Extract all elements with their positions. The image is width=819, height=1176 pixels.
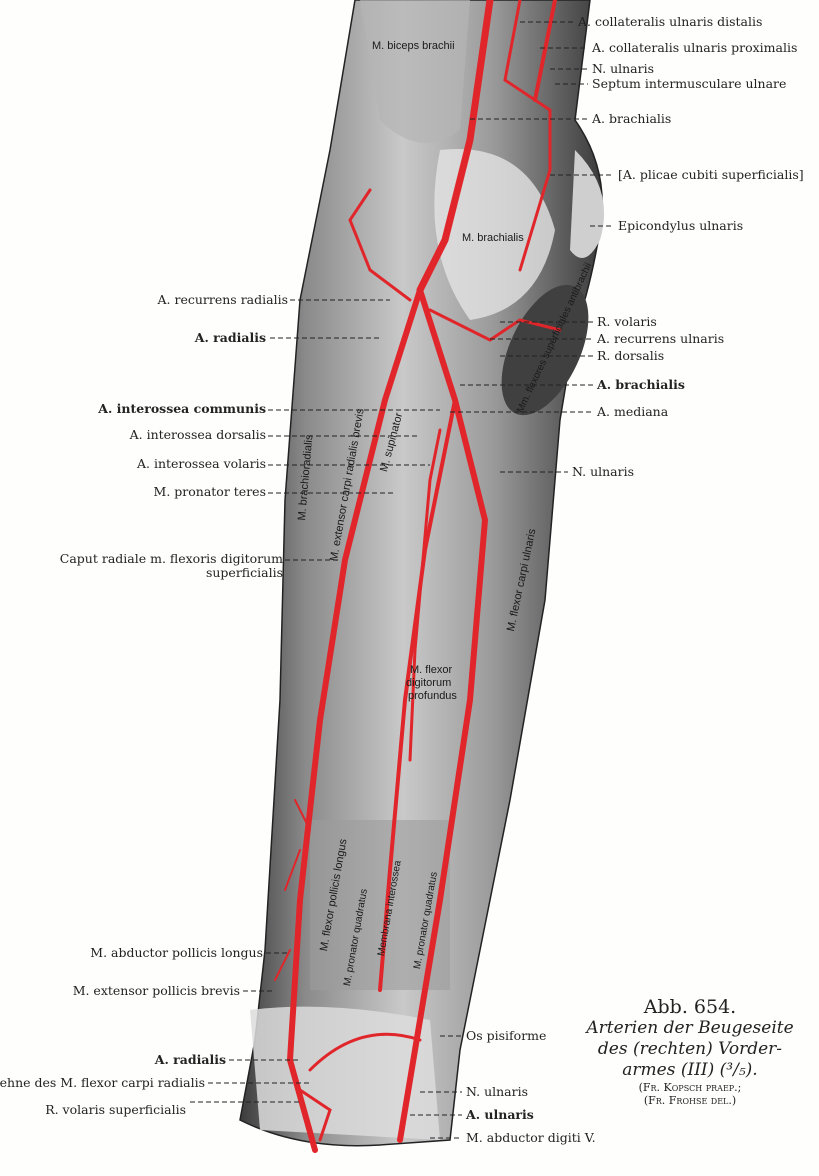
radial-branches (274, 799, 311, 981)
a-recurrens-ulnaris (428, 308, 562, 342)
biceps-muscle (360, 0, 470, 143)
caption-credit-2: (Fr. Frohse del.) (643, 1094, 737, 1107)
label-n-ulnaris-top: N. ulnaris (592, 61, 655, 76)
label-os-pisiforme: Os pisiforme (466, 1028, 547, 1043)
r-volaris-superficialis (298, 1032, 422, 1142)
muscle-label-biceps: M. biceps brachii (372, 40, 455, 52)
epicondyle (570, 150, 605, 258)
label-m-extensor-pollicis-brevis: M. extensor pollicis brevis (72, 983, 240, 998)
caption-line-2: des (rechten) Vorder- (597, 1039, 783, 1059)
a-collateralis (503, 0, 552, 272)
leader-lines (190, 21, 614, 1139)
label-r-dorsalis: R. dorsalis (597, 348, 665, 363)
label-septum-intermusculare: Septum intermusculare ulnare (592, 76, 787, 91)
label-caput-radiale: Caput radiale m. flexoris digitorum (59, 551, 283, 566)
figure-number: Abb. 654. (643, 996, 737, 1018)
label-a-interossea-communis: A. interossea communis (98, 401, 266, 416)
muscle-label-brachialis: M. brachialis (462, 232, 524, 244)
label-a-interossea-volaris: A. interossea volaris (136, 456, 266, 471)
label-m-abductor-digiti-v: M. abductor digiti V. (466, 1130, 596, 1145)
flexor-origin (501, 284, 589, 416)
label-a-radialis: A. radialis (194, 330, 266, 345)
label-sehne-flexor-carpi-radialis: Sehne des M. flexor carpi radialis (0, 1075, 205, 1090)
label-a-brachialis-top: A. brachialis (592, 111, 672, 126)
label-caput-radiale-2: superficialis (205, 565, 283, 580)
muscle-label-flex-dig-prof-3: profundus (408, 690, 457, 702)
label-n-ulnaris-mid: N. ulnaris (572, 464, 635, 479)
label-r-volaris: R. volaris (597, 314, 657, 329)
label-n-ulnaris-distal: N. ulnaris (466, 1084, 529, 1099)
label-r-volaris-superficialis: R. volaris superficialis (45, 1102, 186, 1117)
brachialis-muscle (434, 149, 555, 320)
label-a-recurrens-ulnaris: A. recurrens ulnaris (597, 331, 725, 346)
label-a-collateralis-ulnaris-distalis: A. collateralis ulnaris distalis (578, 14, 763, 29)
label-a-ulnaris: A. ulnaris (466, 1107, 534, 1122)
a-collateralis-2 (533, 0, 557, 102)
label-a-mediana: A. mediana (597, 404, 669, 419)
arteries (274, 0, 562, 1153)
caption-line-3: armes (III) (³/₅). (622, 1060, 758, 1080)
muscle-label-flex-dig-prof-2: digitorum (406, 677, 452, 689)
label-a-recurrens-radialis: A. recurrens radialis (157, 292, 288, 307)
label-m-pronator-teres: M. pronator teres (153, 484, 266, 499)
pronator-quadratus (310, 820, 450, 990)
caption-credit-1: (Fr. Kopsch praep.; (638, 1081, 742, 1094)
a-interossea (378, 398, 457, 992)
caption-line-1: Arterien der Beugeseite (586, 1018, 794, 1038)
figure-caption: Abb. 654. Arterien der Beugeseite des (r… (565, 996, 815, 1107)
label-a-plicae-cubiti: [A. plicae cubiti superficialis] (618, 167, 804, 182)
wrist-bones (250, 1006, 440, 1140)
a-mediana (408, 428, 442, 762)
label-a-brachialis: A. brachialis (597, 377, 685, 392)
label-a-radialis-distal: A. radialis (154, 1052, 226, 1067)
label-m-abductor-pollicis-longus: M. abductor pollicis longus (90, 945, 263, 960)
label-a-collateralis-ulnaris-proximalis: A. collateralis ulnaris proximalis (592, 40, 798, 55)
label-a-interossea-dorsalis: A. interossea dorsalis (129, 427, 266, 442)
a-recurrens-radialis (348, 188, 412, 302)
a-brachialis (416, 0, 494, 294)
label-epicondylus-ulnaris: Epicondylus ulnaris (618, 218, 744, 233)
muscle-label-flex-dig-prof-1: M. flexor (410, 664, 453, 676)
